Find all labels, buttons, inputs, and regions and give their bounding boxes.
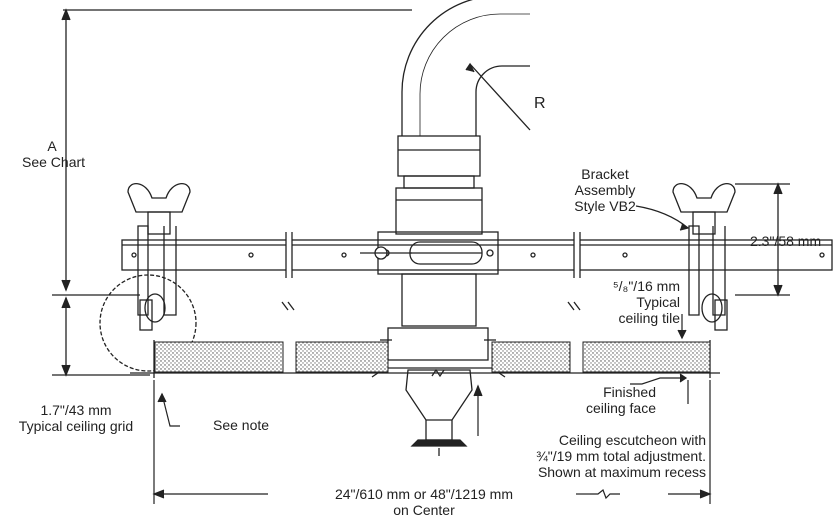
ceiling-tile-left-mid xyxy=(295,341,389,373)
drop-tube xyxy=(401,273,477,327)
radius-leader xyxy=(469,63,531,131)
sprinkler-head xyxy=(405,369,473,421)
see-note-label: See note xyxy=(213,417,270,433)
ceiling-tile-right xyxy=(582,341,711,373)
radius-label: R xyxy=(534,95,546,112)
ceiling-tile-left xyxy=(154,341,284,373)
bracket-height-label: 2.3"/58 mm xyxy=(750,233,822,249)
elbow-pipe xyxy=(401,0,474,136)
bracket-bar xyxy=(121,239,833,271)
ceiling-tile-right-mid xyxy=(491,341,571,373)
detail-circle xyxy=(99,274,197,372)
left-bracket-assembly xyxy=(127,183,191,331)
pipe-coupling xyxy=(397,135,481,177)
escutcheon-cup xyxy=(387,327,489,361)
right-bracket-assembly xyxy=(672,183,736,331)
